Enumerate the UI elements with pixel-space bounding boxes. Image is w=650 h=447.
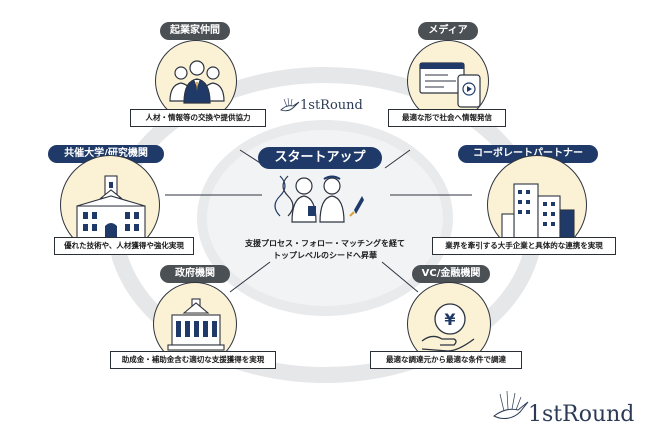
buildings-icon [498, 183, 578, 243]
node-media-label: メディア [418, 22, 478, 40]
center-title: スタートアップ [258, 147, 382, 169]
node-entrepreneurs-label: 起業家仲間 [160, 22, 230, 40]
node-vc-label: VC/金融機関 [412, 265, 490, 283]
node-vc-caption: 最適な調達元から最適な条件で調達 [370, 351, 522, 369]
node-entrepreneurs-caption: 人材・情報等の交換や提供協力 [130, 109, 266, 127]
node-corporate-label: コーポレートパートナー [458, 145, 598, 163]
media-icon [419, 62, 481, 108]
startup-people-icon [274, 175, 364, 223]
node-corporate-caption: 業界を牽引する大手企業と具体的な連携を実現 [432, 237, 616, 255]
node-government-label: 政府機関 [160, 265, 230, 283]
node-universities-caption: 優れた技術や、人材獲得や強化実現 [54, 237, 194, 255]
node-media-caption: 最適な形で社会へ情報発信 [388, 109, 506, 127]
government-icon [167, 298, 225, 351]
hummingbird-logo-small-icon [280, 97, 300, 112]
hummingbird-logo-large-icon [493, 390, 529, 420]
center-description-line-2: トップレベルのシードへ昇華 [273, 251, 377, 260]
logo-small: 1stRound [300, 98, 363, 113]
yen-coin-icon: ¥ [421, 303, 475, 352]
people-icon [169, 60, 225, 104]
svg-text:¥: ¥ [444, 310, 455, 329]
node-government-caption: 助成金・補助金含む適切な支援獲得を実現 [110, 351, 276, 369]
node-entrepreneurs-circle [155, 40, 237, 122]
logo-large: 1stRound [528, 402, 635, 427]
center-description-line-1: 支援プロセス・フォロー・マッチングを経て [245, 239, 405, 248]
node-universities-label: 共催大学/研究機関 [48, 145, 164, 163]
university-icon [76, 175, 146, 241]
